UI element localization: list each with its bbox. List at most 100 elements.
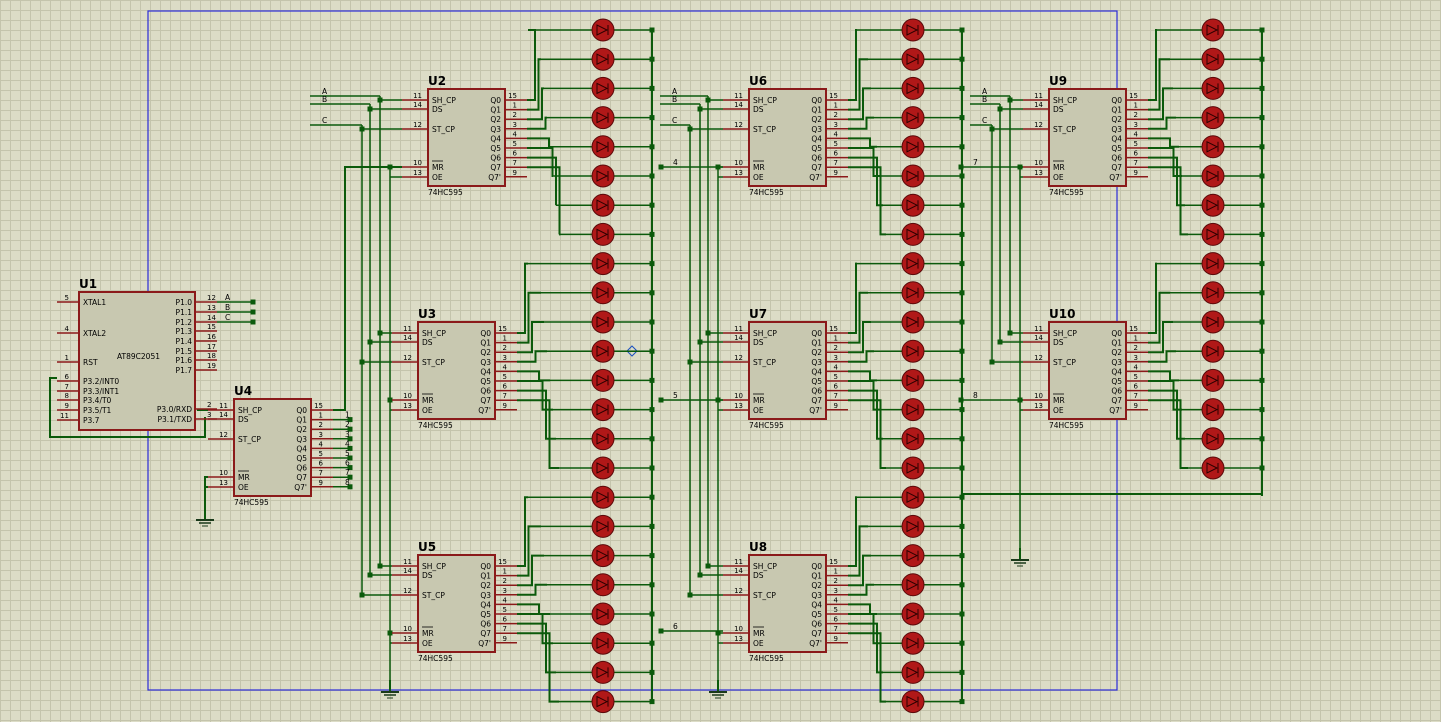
output-to-led-wire — [527, 156, 557, 206]
led-body — [1201, 281, 1225, 305]
u4-net-label: 1 — [345, 411, 350, 420]
pin-number: 1 — [65, 354, 69, 362]
pin-name: Q2 — [1111, 115, 1122, 124]
pin-name: Q4 — [480, 600, 491, 609]
output-to-led-wire — [848, 87, 871, 121]
output-to-led-wire — [517, 380, 553, 411]
pin-name: MR — [432, 163, 444, 172]
pin-name: Q4 — [811, 600, 822, 609]
pin-name: Q5 — [480, 610, 491, 619]
pin-name: Q3 — [1111, 358, 1122, 367]
pin-number: 1 — [834, 102, 838, 110]
led-symbol — [1201, 368, 1225, 392]
led-symbol — [1201, 106, 1225, 130]
junction-dot — [649, 27, 655, 33]
led-body — [591, 193, 615, 217]
led-body — [1201, 76, 1225, 100]
output-to-led-wire — [517, 370, 550, 382]
led-triangle — [596, 286, 609, 299]
u4-net-label: 5 — [345, 449, 350, 458]
pin-number: 5 — [834, 373, 838, 381]
led-triangle — [906, 432, 919, 445]
junction-dot — [697, 572, 703, 578]
ground-symbol — [381, 680, 399, 699]
pin-name: P1.1 — [176, 308, 193, 317]
pin-name: P1.0 — [176, 298, 193, 307]
junction-dot — [1259, 261, 1265, 267]
pin-number: 11 — [734, 558, 743, 566]
pin-name: DS — [238, 415, 249, 424]
pin-name: Q2 — [480, 348, 491, 357]
pin-number: 15 — [829, 558, 838, 566]
led-column-2 — [901, 18, 925, 714]
chip-body — [427, 88, 506, 187]
led-body — [901, 76, 925, 100]
led-body — [591, 164, 615, 188]
pin-name: P3.7 — [83, 416, 100, 425]
net-label: A — [672, 87, 678, 96]
led-body — [901, 544, 925, 568]
led-body — [901, 602, 925, 626]
pin-name: Q7' — [478, 406, 491, 415]
junction-dot — [658, 164, 664, 170]
net-label: C — [982, 116, 987, 125]
pin-number: 4 — [834, 363, 839, 371]
output-to-led-wire — [517, 321, 544, 354]
led-body — [591, 660, 615, 684]
pin-name: Q1 — [480, 339, 491, 348]
led-body — [901, 573, 925, 597]
led-triangle — [906, 228, 919, 241]
led-triangle — [596, 520, 609, 533]
pin-number: 2 — [503, 577, 507, 585]
pin-number: 9 — [834, 635, 838, 643]
pin-number: 15 — [314, 402, 323, 410]
led-triangle — [906, 695, 919, 708]
pin-name: Q5 — [490, 144, 501, 153]
pin-name: Q2 — [296, 425, 307, 434]
junction-dot — [1259, 290, 1265, 296]
pin-number: 6 — [65, 373, 70, 381]
pin-number: 12 — [734, 121, 743, 129]
junction-dot — [359, 359, 365, 365]
pin-name: P3.2/INT0 — [83, 377, 119, 386]
data-net-label: 4 — [673, 158, 678, 167]
pin-name: Q6 — [811, 387, 822, 396]
led-symbol — [901, 47, 925, 71]
pin-number: 11 — [403, 558, 412, 566]
pin-name: P3.1/TXD — [158, 415, 193, 424]
pin-name: DS — [1053, 105, 1064, 114]
pin-name: P1.2 — [176, 318, 193, 327]
led-triangle — [1206, 374, 1219, 387]
pin-number: 12 — [403, 587, 412, 595]
pin-number: 1 — [834, 568, 838, 576]
pin-name: OE — [753, 173, 764, 182]
pin-number: 4 — [503, 363, 508, 371]
junction-dot — [705, 330, 711, 336]
output-to-led-wire — [1148, 58, 1170, 111]
pin-number: 1 — [513, 102, 517, 110]
pin-name: Q0 — [1111, 329, 1122, 338]
pin-number: 11 — [413, 92, 422, 100]
led-body — [901, 456, 925, 480]
pin-name: Q7 — [296, 473, 307, 482]
led-symbol — [591, 164, 615, 188]
led-triangle — [1206, 403, 1219, 416]
pin-number: 6 — [834, 150, 839, 158]
chip-part-label: 74HC595 — [418, 421, 453, 430]
pin-number: 13 — [734, 402, 743, 410]
led-symbol — [1201, 427, 1225, 451]
junction-dot — [649, 669, 655, 675]
u4-net-label: 7 — [345, 468, 350, 477]
output-to-led-wire — [848, 156, 883, 207]
cursor-marker — [626, 345, 638, 357]
pin-name: P3.5/T1 — [83, 406, 112, 415]
pin-name: Q6 — [811, 154, 822, 163]
chip-ref-label: U3 — [418, 307, 436, 321]
net-label: B — [982, 95, 987, 104]
pin-number: 9 — [513, 169, 517, 177]
pin-number: 17 — [207, 343, 216, 351]
led-symbol — [591, 514, 615, 538]
